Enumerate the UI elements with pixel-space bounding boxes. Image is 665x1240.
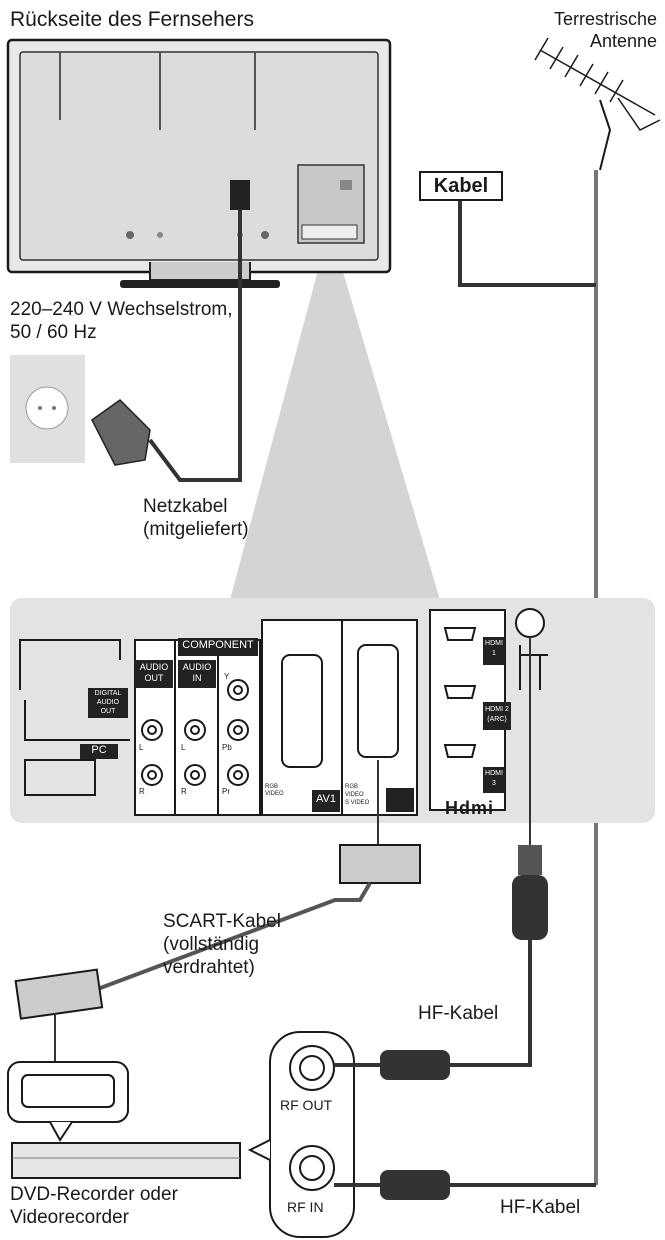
mains-cable-label-line1: Netzkabel — [143, 496, 228, 517]
av2-svideo-label: S VIDEO — [345, 800, 370, 806]
hf-plug-out — [380, 1050, 450, 1080]
hf-plug-in — [380, 1170, 450, 1200]
hdmi2-label: HDMI 2 (ARC) — [483, 705, 511, 725]
hdmi-logo: Hdmi — [445, 798, 494, 818]
hf-cable-label-1: HF-Kabel — [418, 1003, 499, 1024]
audio-out-label-2: OUT — [144, 673, 164, 683]
audio-out-label: AUDIO OUT — [135, 662, 173, 684]
mains-cable-label-line2: (mitgeliefert) — [143, 519, 249, 540]
component-pr-label: Pr — [222, 787, 230, 796]
scart-cable-label-line1: SCART-Kabel — [163, 911, 281, 932]
antenna-illustration — [534, 37, 661, 171]
antenna-label-line2: Antenne — [589, 31, 657, 51]
mains-cable-label: Netzkabel (mitgeliefert) — [143, 495, 249, 541]
scart-cable-label: SCART-Kabel (vollständig verdrahtet) — [163, 910, 281, 979]
audio-in-label-2: IN — [192, 673, 202, 683]
scart-cable-label-line2: (vollständig — [163, 934, 260, 955]
power-label: 220–240 V Wechselstrom, 50 / 60 Hz — [10, 298, 233, 344]
rf-terminal-zoom — [269, 1031, 355, 1238]
component-label: COMPONENT — [182, 639, 254, 651]
audio-out-l-label: L — [139, 743, 144, 752]
rf-out-label: RF OUT — [280, 1097, 333, 1113]
digital-audio-out-label: DIGITAL AUDIO OUT — [88, 689, 128, 716]
component-pb-label: Pb — [222, 743, 232, 752]
scart-plug-top — [339, 844, 421, 884]
component-y-label: Y — [224, 672, 230, 681]
hdmi1-label-b: 1 — [492, 650, 496, 657]
digital-audio-out-2: AUDIO — [96, 699, 120, 706]
rf-in-label: RF IN — [287, 1199, 324, 1215]
kabel-branch — [458, 200, 596, 287]
hf-cable-label-2: HF-Kabel — [500, 1197, 581, 1218]
kabel-label: Kabel — [433, 175, 489, 197]
antenna-label-line1: Terrestrische — [553, 9, 657, 29]
zoom-cone — [230, 255, 440, 600]
av2-video-label: VIDEO — [345, 792, 364, 798]
audio-out-r-label: R — [139, 787, 145, 796]
pc-label: PC — [91, 744, 107, 756]
power-label-line2: 50 / 60 Hz — [10, 322, 97, 343]
hdmi3-label-b: 3 — [492, 780, 496, 787]
mains-cable — [148, 210, 242, 482]
audio-in-l-label: L — [181, 743, 186, 752]
av2-labels: RGB VIDEO S VIDEO — [345, 783, 369, 807]
device-label-line1: DVD-Recorder oder — [10, 1184, 178, 1205]
digital-audio-out-3: OUT — [100, 708, 116, 715]
audio-in-label-1: AUDIO — [182, 662, 212, 672]
hdmi1-label-a: HDMI — [485, 640, 503, 647]
av2-rgb-label: RGB — [345, 784, 359, 790]
scart-cable-label-line3: verdrahtet) — [163, 957, 255, 978]
hdmi2-label-b: (ARC) — [487, 716, 507, 723]
av1-label: AV1 — [316, 793, 336, 805]
audio-in-label: AUDIO IN — [178, 662, 216, 684]
hdmi3-label: HDMI 3 — [483, 769, 505, 789]
power-plug — [91, 399, 151, 466]
antenna-label: Terrestrische Antenne — [554, 8, 657, 52]
hdmi1-label: HDMI 1 — [483, 639, 505, 659]
audio-in-r-label: R — [181, 787, 187, 796]
audio-out-label-1: AUDIO — [139, 662, 169, 672]
av1-rgb-video-label: RGB VIDEO — [265, 784, 284, 797]
tv-back-title: Rückseite des Fernsehers — [10, 8, 254, 31]
tv-back-illustration — [6, 38, 392, 288]
device-label-line2: Videorecorder — [10, 1207, 130, 1228]
hdmi3-label-a: HDMI — [485, 770, 503, 777]
digital-audio-out-1: DIGITAL — [94, 690, 122, 697]
device-label: DVD-Recorder oder Videorecorder — [10, 1183, 178, 1229]
power-label-line1: 220–240 V Wechselstrom, — [10, 299, 233, 320]
dvd-recorder — [11, 1142, 241, 1179]
scart-plug-bottom — [14, 968, 104, 1020]
hdmi2-label-a: HDMI 2 — [485, 706, 509, 713]
